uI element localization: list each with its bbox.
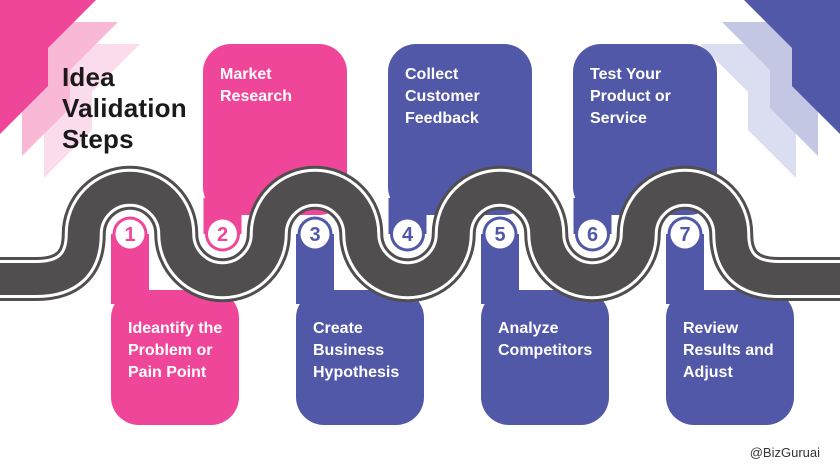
road-path xyxy=(0,165,840,303)
step-card-1: Ideantify the Problem or Pain Point xyxy=(111,290,239,425)
step-marker-3 xyxy=(300,219,330,249)
step-card-7: Review Results and Adjust xyxy=(666,290,794,425)
step-number-3: 3 xyxy=(309,224,320,246)
step-marker-7 xyxy=(670,219,700,249)
page-title: Idea Validation Steps xyxy=(62,62,187,155)
step-card-3: Create Business Hypothesis xyxy=(296,290,424,425)
step-card-5: Analyze Competitors xyxy=(481,290,609,425)
title-line-2: Validation xyxy=(62,93,187,123)
step-number-7: 7 xyxy=(679,224,690,246)
step-marker-2 xyxy=(208,219,237,249)
title-line-1: Idea xyxy=(62,62,115,92)
step-marker-4 xyxy=(393,219,422,249)
step-number-1: 1 xyxy=(124,224,135,246)
author-handle: @BizGuruai xyxy=(749,445,820,460)
step-number-5: 5 xyxy=(494,224,505,246)
title-line-3: Steps xyxy=(62,124,134,154)
step-marker-1 xyxy=(115,219,145,249)
step-card-label: Market Research xyxy=(220,66,293,105)
step-card-label: Ideantify the Problem or Pain Point xyxy=(128,320,223,381)
step-card-label: Create Business Hypothesis xyxy=(313,320,400,381)
step-card-label: Test Your Product or Service xyxy=(590,66,671,127)
step-number-2: 2 xyxy=(217,224,228,246)
step-number-4: 4 xyxy=(402,224,414,246)
step-card-label: Analyze Competitors xyxy=(498,320,593,359)
step-marker-6 xyxy=(578,219,607,249)
step-card-label: Collect Customer Feedback xyxy=(405,66,480,127)
step-card-label: Review Results and Adjust xyxy=(683,320,774,381)
step-number-6: 6 xyxy=(587,224,598,246)
step-marker-5 xyxy=(485,219,515,249)
